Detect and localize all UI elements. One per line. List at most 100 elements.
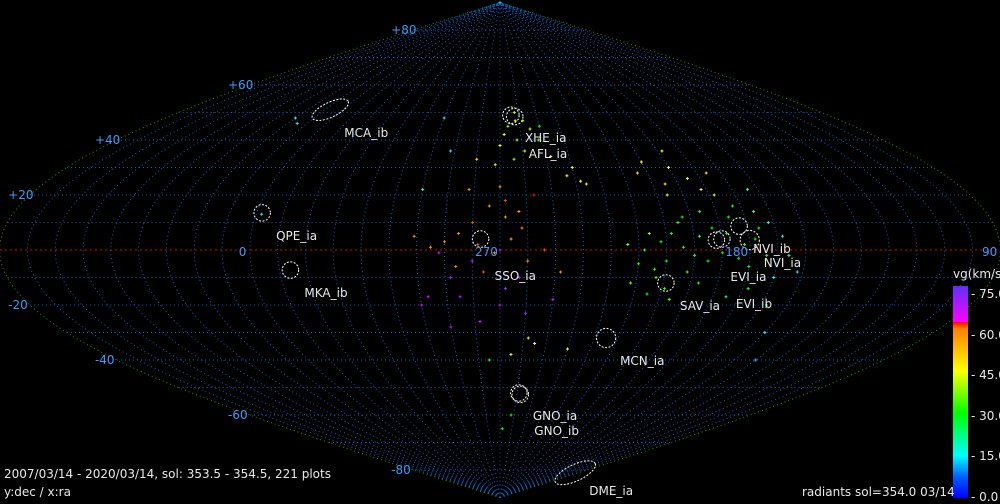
ra-tick-label: 270 (475, 245, 498, 259)
radiant-point (512, 111, 516, 114)
radiant-point (676, 221, 680, 224)
radiant-point (665, 193, 669, 197)
radiant-point (704, 171, 708, 175)
meridian-line (388, 2, 501, 498)
shower-circle (730, 217, 748, 235)
radiant-point (763, 331, 767, 334)
radiant-point (293, 116, 297, 120)
radiant-point (757, 226, 761, 230)
radiant-point (745, 188, 749, 191)
radiant-point (726, 215, 730, 219)
radiant-point (295, 122, 299, 125)
radiant-point (509, 413, 513, 417)
radiant-point (542, 248, 546, 252)
radiant-point (685, 177, 689, 180)
radiant-point (528, 127, 532, 131)
dec-tick-label: -40 (94, 353, 115, 367)
radiant-point (559, 270, 563, 274)
radiant-point (449, 276, 453, 279)
meridian-line (416, 2, 501, 498)
radiant-point (780, 234, 784, 238)
radiant-point (487, 204, 491, 208)
meridian-line (499, 2, 696, 498)
radiant-point (667, 166, 671, 169)
radiant-point (498, 185, 502, 189)
colorbar-tick-label: - 0.0 (971, 490, 999, 504)
shower-label: MCN_ia (620, 354, 665, 368)
radiant-point (570, 166, 574, 169)
radiant-point (412, 234, 416, 238)
shower-label: NVI_ia (763, 256, 802, 271)
radiant-point (584, 182, 588, 186)
radiant-point (502, 133, 506, 136)
meridian-line (360, 2, 501, 498)
dec-tick-label: -80 (391, 463, 411, 477)
radiant-point (493, 163, 497, 167)
radiant-point (467, 188, 471, 191)
radiant-point (772, 276, 776, 279)
radiant-point (645, 292, 649, 296)
radiant-point (549, 155, 553, 158)
radiant-point (681, 245, 685, 249)
meridian-line (499, 2, 557, 498)
radiant-point (659, 240, 663, 244)
shower-label: DME_ia (589, 484, 634, 498)
shower-label: XHE_ia (524, 131, 567, 146)
radiant-point (579, 179, 583, 183)
meridian-line (499, 2, 918, 498)
radiant-point (692, 254, 696, 257)
radiant-point (720, 251, 724, 255)
shower-label: SAV_ia (679, 299, 721, 313)
colorbar-tick-label: - 45.0 (971, 368, 1000, 383)
radiant-point (680, 215, 684, 219)
radiant-point (498, 144, 502, 147)
shower-circle (554, 460, 596, 486)
radiant-point (492, 251, 496, 255)
radiant-point (764, 303, 768, 307)
shower-circle (281, 261, 300, 279)
meridian-line (499, 2, 612, 498)
radiant-point (442, 116, 446, 120)
radiant-point (795, 270, 799, 274)
shower-circle (505, 107, 524, 126)
radiant-point (639, 160, 643, 164)
radiant-point (664, 259, 668, 263)
colorbar-tick-label: - 75.0 (971, 287, 1000, 301)
radiant-point (565, 347, 569, 351)
radiant-point (629, 281, 633, 285)
radiant-point (663, 287, 667, 290)
radiant-point (685, 270, 689, 274)
radiant-point (520, 226, 524, 230)
radiant-point (470, 259, 474, 263)
meridian-line (304, 2, 501, 498)
radiant-point (537, 124, 541, 128)
radiant-point (476, 243, 480, 246)
radiant-point (753, 237, 757, 241)
shower-label: MCA_ib (344, 125, 389, 140)
ra-tick-label: 90 (982, 245, 998, 259)
radiant-point (458, 295, 462, 299)
radiant-point (260, 212, 264, 216)
radiant-point (523, 149, 527, 153)
dec-tick-label: +80 (391, 23, 417, 37)
shower-label: QPE_ia (276, 228, 318, 243)
info-text: 2007/03/14 - 2020/03/14, sol: 353.5 - 35… (4, 467, 331, 481)
radiant-point (503, 215, 507, 219)
colorbar-tick-label: - 15.0 (971, 449, 1000, 464)
radiant-point (536, 138, 540, 142)
radiant-point (498, 248, 502, 252)
meridian-line (499, 2, 529, 498)
colorbar-tick-label: - 60.0 (971, 327, 1000, 342)
radiant-point (420, 303, 424, 307)
radiant-point (647, 232, 651, 235)
radiant-point (429, 245, 433, 249)
radiant-point (478, 320, 482, 323)
radiant-point (565, 174, 569, 178)
axis-caption: y:dec / x:ra (4, 485, 71, 499)
radiant-point (654, 276, 658, 279)
radiant-point (737, 256, 741, 260)
radiant-point (454, 265, 458, 268)
shower-circle (311, 98, 350, 121)
shower-label: SSO_ia (494, 269, 536, 283)
